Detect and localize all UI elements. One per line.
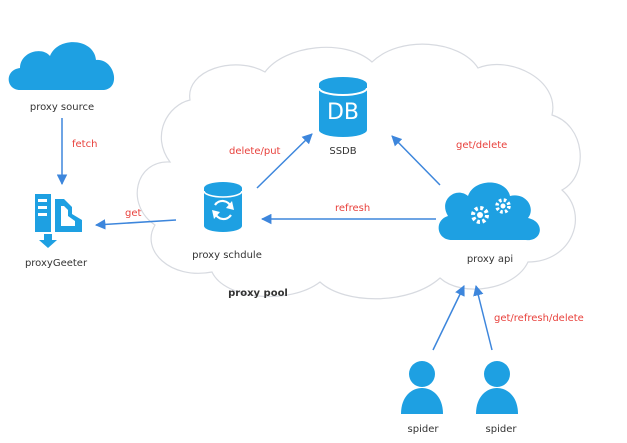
edge-label-fetch: fetch	[72, 139, 97, 150]
edge-label-delete-put: delete/put	[229, 146, 281, 157]
user-icon	[401, 361, 443, 414]
edge-label-refresh: refresh	[335, 203, 370, 214]
proxy-source-label: proxy source	[30, 102, 94, 113]
proxy-pool-label: proxy pool	[228, 288, 288, 299]
database-icon: DB	[318, 77, 368, 137]
spider-2-label: spider	[486, 424, 518, 435]
ssdb-label: SSDB	[329, 146, 356, 157]
spider-1-label: spider	[408, 424, 440, 435]
proxy-api-label: proxy api	[467, 254, 513, 265]
refresh-database-icon	[203, 182, 243, 232]
edge-label-get: get	[125, 208, 142, 219]
proxy-schedule-label: proxy schdule	[192, 250, 262, 261]
arrow-spider2-to-api	[473, 284, 493, 351]
database-icon-text: DB	[327, 100, 359, 125]
proxy-pool-boundary	[136, 43, 581, 300]
arrow-api-to-ssdb	[391, 135, 441, 186]
user-icon	[476, 361, 518, 414]
arrow-spider1-to-api	[432, 285, 465, 351]
edge-label-get-refresh-delete: get/refresh/delete	[494, 313, 584, 324]
proxy-getter-label: proxyGeeter	[25, 258, 88, 269]
gears-cloud-icon	[438, 182, 540, 241]
edge-label-get-delete: get/delete	[456, 140, 507, 151]
cloud-icon	[8, 42, 115, 90]
arrow-schedule-to-getter	[94, 219, 177, 230]
getter-icon	[35, 194, 82, 248]
arrow-schedule-to-ssdb	[256, 133, 313, 189]
